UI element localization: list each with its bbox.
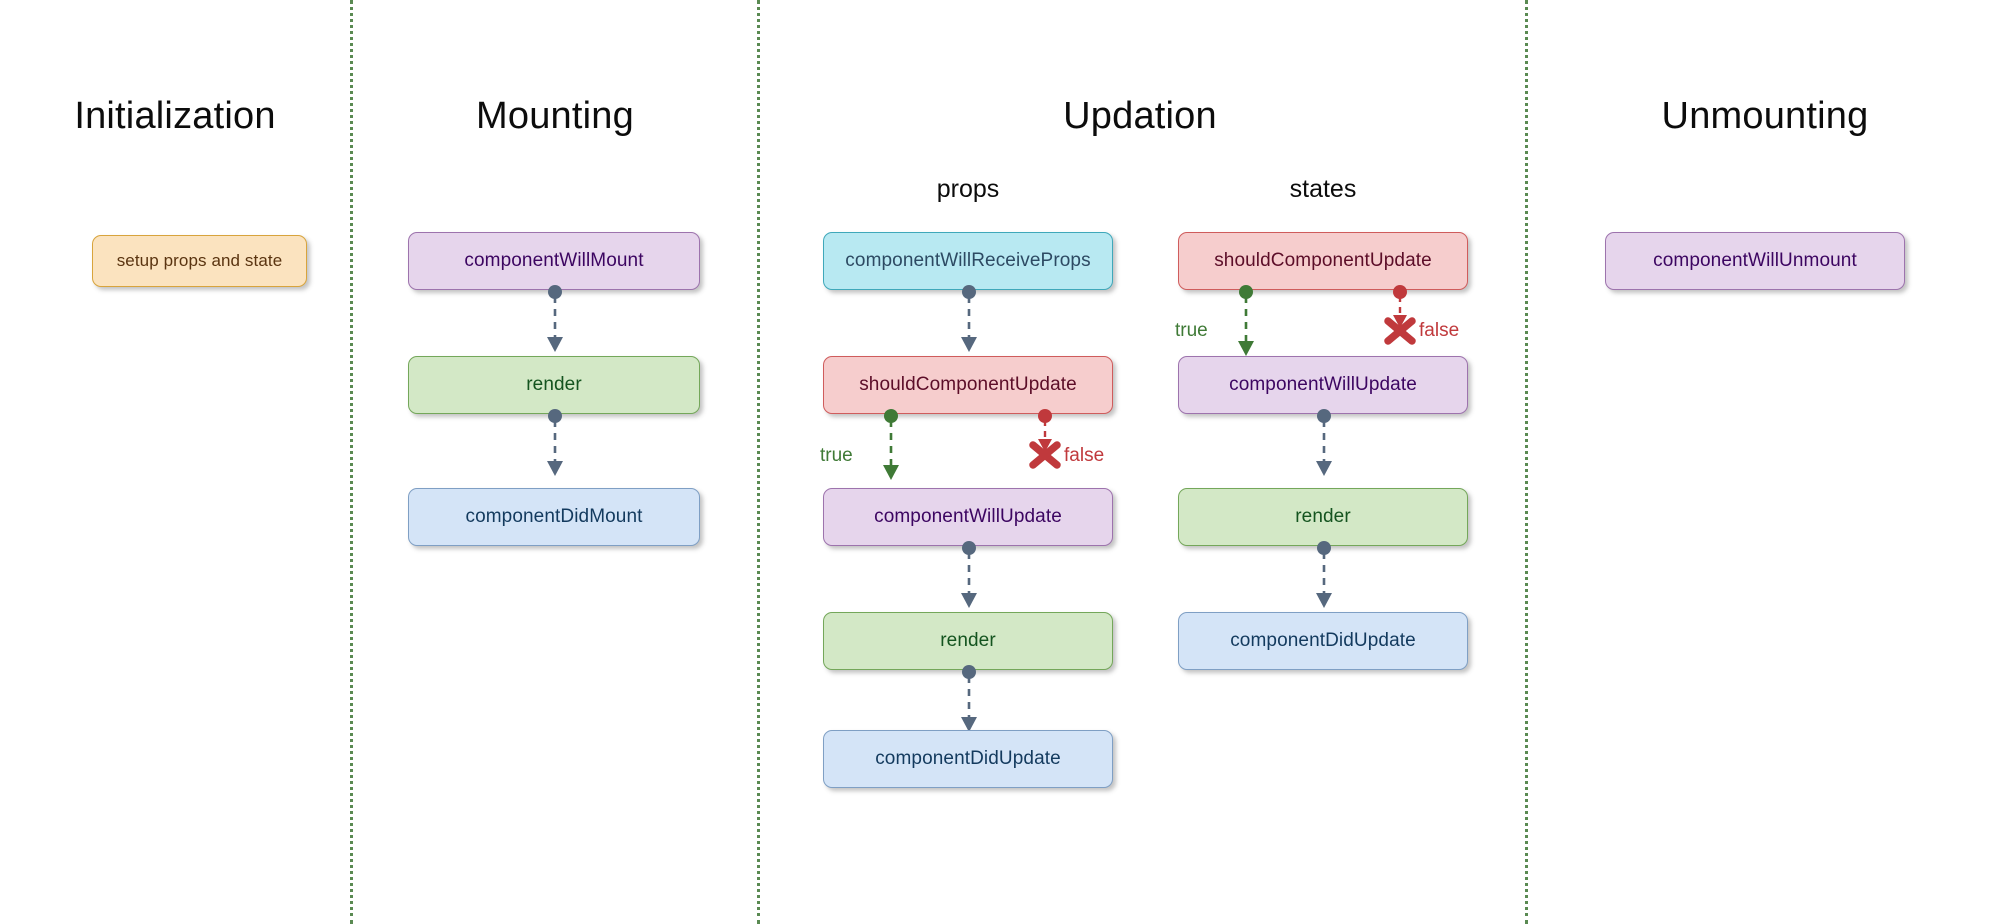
column-divider-3 — [1525, 0, 1528, 924]
node-props-render[interactable]: render — [823, 612, 1113, 670]
connector-mount-will-to-render — [538, 285, 572, 354]
node-component-will-unmount[interactable]: componentWillUnmount — [1605, 232, 1905, 290]
node-states-component-will-update[interactable]: componentWillUpdate — [1178, 356, 1468, 414]
subheading-props: props — [936, 175, 1000, 203]
node-states-render[interactable]: render — [1178, 488, 1468, 546]
connector-states-render-to-did-update — [1307, 541, 1341, 610]
connector-states-false-branch — [1380, 285, 1420, 350]
node-component-will-mount[interactable]: componentWillMount — [408, 232, 700, 290]
node-setup-props-and-state[interactable]: setup props and state — [92, 235, 307, 287]
phase-title-updation: Updation — [1063, 95, 1217, 137]
connector-props-true-branch — [874, 409, 908, 484]
column-divider-1 — [350, 0, 353, 924]
connector-mount-render-to-did-mount — [538, 409, 572, 478]
subheading-states: states — [1289, 175, 1357, 203]
branch-label-props-false: false — [1064, 445, 1105, 466]
connector-states-will-update-to-render — [1307, 409, 1341, 478]
column-divider-2 — [757, 0, 760, 924]
connector-props-false-branch — [1025, 409, 1065, 474]
phase-title-initialization: Initialization — [74, 95, 276, 137]
node-states-should-component-update[interactable]: shouldComponentUpdate — [1178, 232, 1468, 290]
connector-states-true-branch — [1229, 285, 1263, 360]
branch-label-props-true: true — [820, 445, 853, 466]
node-mount-render[interactable]: render — [408, 356, 700, 414]
node-component-will-receive-props[interactable]: componentWillReceiveProps — [823, 232, 1113, 290]
connector-will-receive-props-to-should-update — [952, 285, 986, 354]
node-states-component-did-update[interactable]: componentDidUpdate — [1178, 612, 1468, 670]
phase-title-unmounting: Unmounting — [1661, 95, 1869, 137]
branch-label-states-true: true — [1175, 320, 1208, 341]
node-props-component-did-update[interactable]: componentDidUpdate — [823, 730, 1113, 788]
node-props-component-will-update[interactable]: componentWillUpdate — [823, 488, 1113, 546]
connector-props-render-to-did-update — [952, 665, 986, 734]
phase-title-mounting: Mounting — [476, 95, 634, 137]
branch-label-states-false: false — [1419, 320, 1460, 341]
connector-props-will-update-to-render — [952, 541, 986, 610]
node-props-should-component-update[interactable]: shouldComponentUpdate — [823, 356, 1113, 414]
node-component-did-mount[interactable]: componentDidMount — [408, 488, 700, 546]
